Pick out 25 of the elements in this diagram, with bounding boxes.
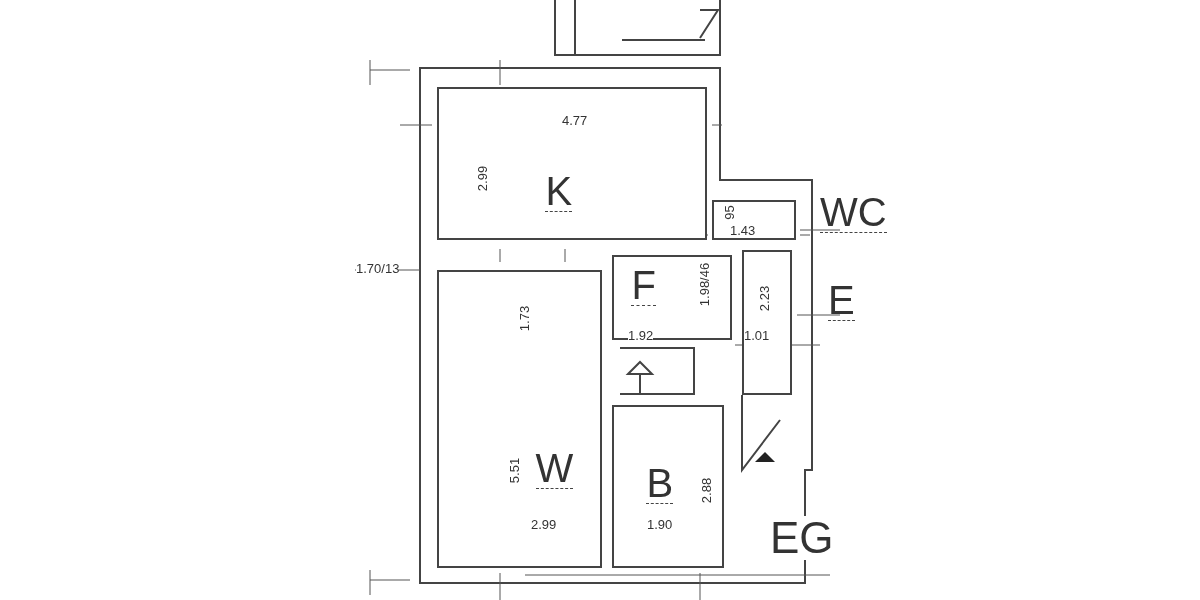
room (612, 255, 732, 340)
dimension-label: 4.77 (562, 114, 588, 127)
dimension-label: 1.92 (628, 329, 654, 342)
room (437, 87, 707, 240)
room (437, 270, 602, 568)
room-letter: K (545, 170, 573, 212)
room-letter: E (828, 280, 855, 321)
dimension-label: 1.43 (730, 224, 756, 237)
dimension-label: 1.01 (744, 329, 770, 342)
room-letter: WC (820, 192, 887, 233)
dimension-label: 1.98/46 (698, 262, 712, 307)
room-letter: B (646, 462, 674, 504)
room (612, 405, 724, 568)
dimension-label: 2.99 (476, 165, 490, 192)
dimension-label: 1.90 (647, 518, 673, 531)
dimension-label: 1.73 (518, 305, 532, 332)
dimension-label: 95 (722, 205, 736, 220)
dimension-label: 2.99 (531, 518, 557, 531)
dimension-label: 5.51 (508, 457, 522, 484)
dimension-label: 1.70/13 (356, 262, 400, 275)
dimension-label: 2.88 (700, 477, 714, 504)
room-letter: F (631, 265, 656, 307)
dimension-label: 2.23 (758, 285, 772, 312)
room-letter: W (535, 448, 574, 490)
floor-label: EG (770, 516, 834, 560)
